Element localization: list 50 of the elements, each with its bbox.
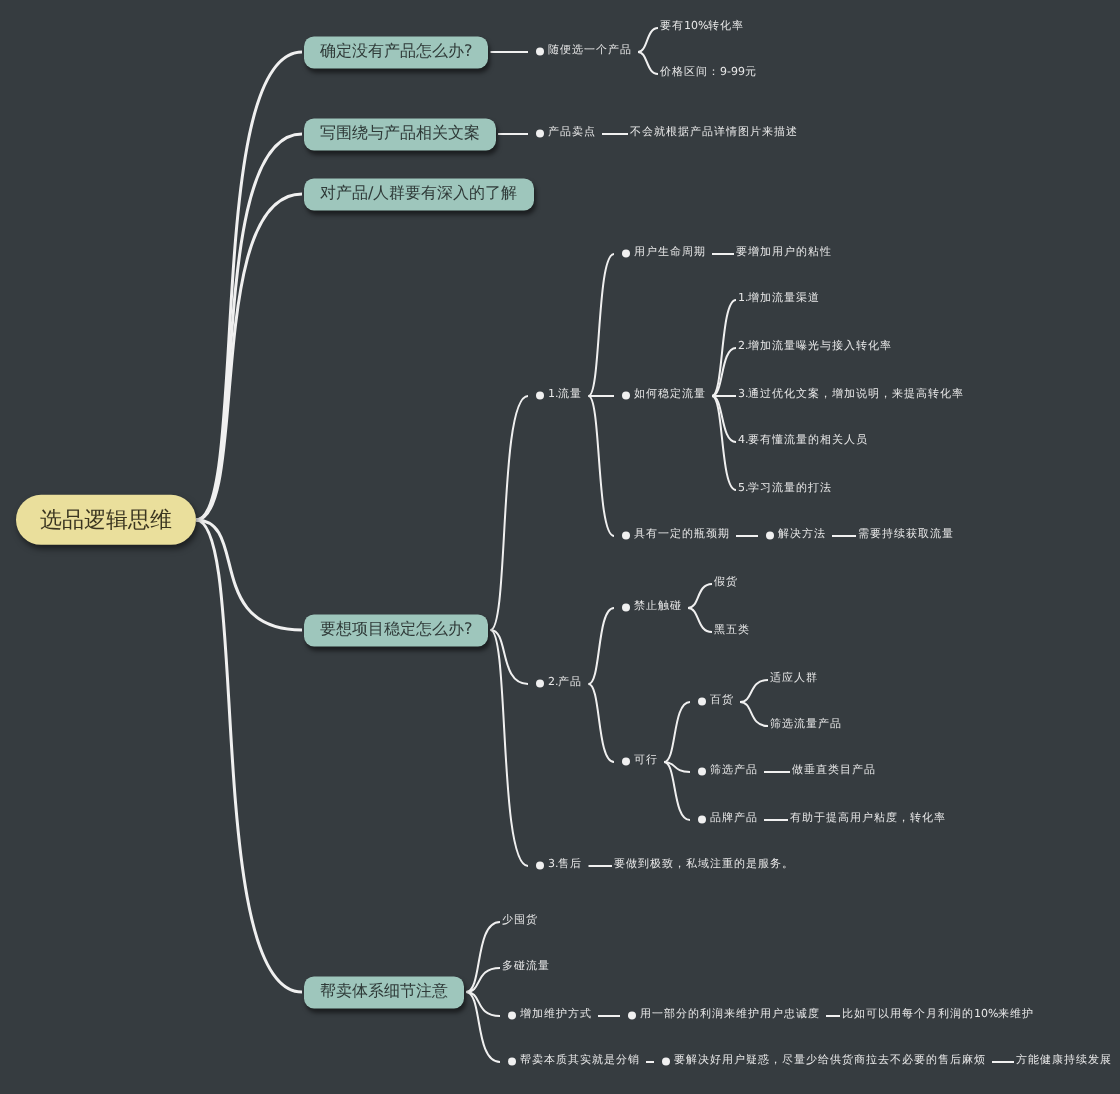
branch-line <box>587 395 615 537</box>
topic-box: 要想项目稳定怎么办? <box>304 614 489 646</box>
branch-line <box>991 1061 1015 1063</box>
branch-line <box>601 133 629 135</box>
branch-line <box>497 133 529 135</box>
branch-line <box>763 819 789 821</box>
topic-box: 确定没有产品怎么办? <box>304 36 489 68</box>
topic-box: 对产品/人群要有深入的了解 <box>304 178 534 210</box>
branch-line <box>489 395 529 631</box>
branch-line <box>711 395 737 443</box>
branch-line <box>465 921 501 993</box>
topic-box: 写围绕与产品相关文案 <box>304 118 496 150</box>
branch-line <box>825 1015 841 1017</box>
branch-line <box>587 683 615 763</box>
branch-line <box>739 679 769 703</box>
branch-line <box>587 253 615 397</box>
branch-line <box>195 50 303 522</box>
branch-line <box>587 395 615 397</box>
branch-line <box>735 535 759 537</box>
branch-line <box>663 701 691 763</box>
branch-line <box>195 132 303 522</box>
branch-line <box>711 347 737 397</box>
branch-line <box>739 701 769 727</box>
branch-line <box>687 607 713 633</box>
branch-line <box>687 583 713 609</box>
branch-line <box>195 518 303 994</box>
branch-line <box>195 192 303 522</box>
branch-line <box>465 967 501 993</box>
central-topic-box: 选品逻辑思维 <box>16 494 196 546</box>
branch-line <box>831 535 857 537</box>
branch-line <box>465 991 501 1017</box>
branch-line <box>711 395 737 491</box>
branch-line <box>763 771 791 773</box>
topic-box: 帮卖体系细节注意 <box>304 976 464 1008</box>
branch-line <box>711 299 737 397</box>
branch-line <box>465 991 501 1063</box>
branch-line <box>195 518 303 632</box>
branch-line <box>489 629 529 685</box>
branch-line <box>597 1015 621 1017</box>
branch-line <box>663 761 691 773</box>
branch-line <box>663 761 691 821</box>
branch-line <box>489 51 529 53</box>
branch-line <box>587 865 613 867</box>
branch-line <box>587 607 615 685</box>
branch-line <box>637 27 659 53</box>
branch-line <box>711 253 735 255</box>
branch-line <box>637 51 659 75</box>
branch-line <box>711 395 737 397</box>
branch-line <box>489 629 529 867</box>
branch-line <box>645 1061 655 1063</box>
